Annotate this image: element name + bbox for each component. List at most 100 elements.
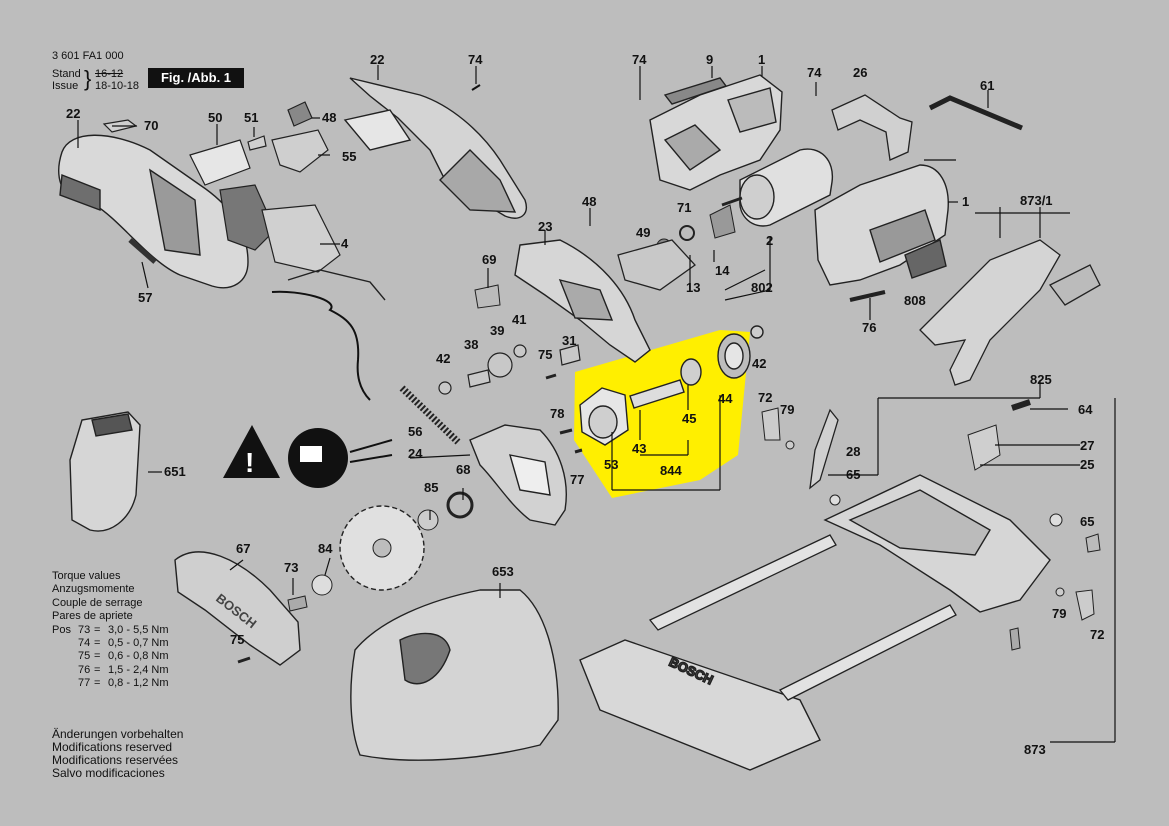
part-label: 4 (341, 236, 349, 251)
motor-housing-top (649, 74, 783, 191)
part-label: 22 (66, 106, 81, 121)
part-label: 78 (550, 406, 565, 421)
part-label: 85 (424, 480, 439, 495)
part-label: 1 (758, 52, 766, 67)
part-label: 53 (604, 457, 619, 472)
part-label: 39 (490, 323, 505, 338)
torque-value: 1,5 - 2,4 Nm (108, 663, 169, 676)
modification-notes: Änderungen vorbehalten Modifications res… (52, 728, 183, 780)
note-line: Modifications reservées (52, 753, 179, 767)
part-label: 9 (706, 52, 714, 67)
blade-guard-body (514, 239, 651, 363)
part-label: 68 (456, 462, 471, 477)
part-label: 76 (862, 320, 877, 335)
part-label: 84 (318, 541, 333, 556)
note-line: Salvo modificaciones (52, 766, 165, 780)
torque-pos: 76 (78, 663, 91, 676)
part-label: 69 (482, 252, 497, 267)
part-label: 14 (715, 263, 730, 278)
small-parts-mid (438, 344, 583, 454)
part-label: 844 (660, 463, 682, 478)
part-label: 51 (244, 110, 259, 125)
part-label: 873 (1024, 742, 1046, 757)
part-label: 873/1 (1020, 193, 1053, 208)
warning-symbols: ! (223, 425, 393, 488)
part-label: 72 (1090, 627, 1105, 642)
torque-value: 0,6 - 0,8 Nm (108, 650, 169, 663)
torque-line: Pares de apriete (52, 610, 133, 623)
part-label: 74 (807, 65, 822, 80)
housing-shell-left (58, 134, 249, 289)
part-label: 24 (408, 446, 423, 461)
torque-pos: 75 (78, 650, 91, 663)
pos-label: Pos (52, 623, 71, 636)
note-line: Modifications reserved (52, 740, 173, 754)
part-label: 57 (138, 290, 153, 305)
torque-line: Anzugsmomente (52, 583, 135, 596)
part-label: 48 (322, 110, 337, 125)
part-label: 26 (853, 65, 868, 80)
battery-pack (69, 411, 141, 532)
stand-value: 16-12 (95, 68, 124, 80)
small-parts-top-left (102, 101, 341, 273)
charger (350, 589, 559, 761)
part-label: 75 (538, 347, 553, 362)
part-label: 48 (582, 194, 597, 209)
torque-row: 77=0,8 - 1,2 Nm (78, 677, 169, 690)
guide-handle (919, 239, 1101, 386)
part-label: 71 (677, 200, 692, 215)
part-label: 653 (492, 564, 514, 579)
part-label: 25 (1080, 457, 1095, 472)
torque-pos: 74 (78, 637, 91, 650)
part-label: 802 (751, 280, 773, 295)
part-label: 73 (284, 560, 299, 575)
lower-guard (469, 424, 567, 526)
part-label: 70 (144, 118, 159, 133)
part-label: 22 (370, 52, 385, 67)
part-label: 38 (464, 337, 479, 352)
rulers (648, 534, 957, 701)
brace: } (84, 66, 92, 91)
figure-label: Fig. /Abb. 1 (148, 68, 244, 88)
part-label: 27 (1080, 438, 1095, 453)
part-label: 75 (230, 632, 245, 647)
torque-pos: 77 (78, 677, 91, 690)
torque-row: 76=1,5 - 2,4 Nm (78, 663, 169, 676)
blade-guard-67 (174, 551, 301, 666)
part-label: 55 (342, 149, 357, 164)
torque-pos: 73 (78, 623, 91, 636)
part-label: 49 (636, 225, 651, 240)
leader-lines (77, 65, 1116, 743)
hex-key (928, 95, 1023, 131)
part-label: 79 (1052, 606, 1067, 621)
torque-value: 0,8 - 1,2 Nm (108, 677, 169, 690)
torque-values: Torque values Anzugsmomente Couple de se… (52, 570, 169, 691)
spring (399, 385, 461, 445)
torque-value: 0,5 - 0,7 Nm (108, 637, 169, 650)
base-plate: BOSCH (579, 639, 821, 771)
issue-label: Issue (52, 80, 79, 92)
motor-cover-right (814, 164, 949, 286)
part-label: 77 (570, 472, 585, 487)
note-line: Änderungen vorbehalten (52, 727, 184, 741)
saw-blade (339, 505, 425, 591)
part-label: 65 (1080, 514, 1095, 529)
torque-value: 3,0 - 5,5 Nm (108, 623, 169, 636)
part-label: 44 (718, 391, 733, 406)
part-label: 31 (562, 333, 577, 348)
part-label: 1 (962, 194, 970, 209)
gear-assembly (579, 325, 764, 446)
stand-label: Stand (52, 68, 81, 80)
part-label: 79 (780, 402, 795, 417)
bracket-26 (831, 94, 913, 161)
torque-line: Couple de serrage (52, 596, 143, 609)
part-label: 651 (164, 464, 186, 479)
part-label: 13 (686, 280, 701, 295)
part-label: 67 (236, 541, 251, 556)
torque-row: 75=0,6 - 0,8 Nm (78, 650, 169, 663)
part-label: 28 (846, 444, 861, 459)
issue-value: 18-10-18 (95, 80, 140, 92)
highlight-region (574, 330, 750, 498)
